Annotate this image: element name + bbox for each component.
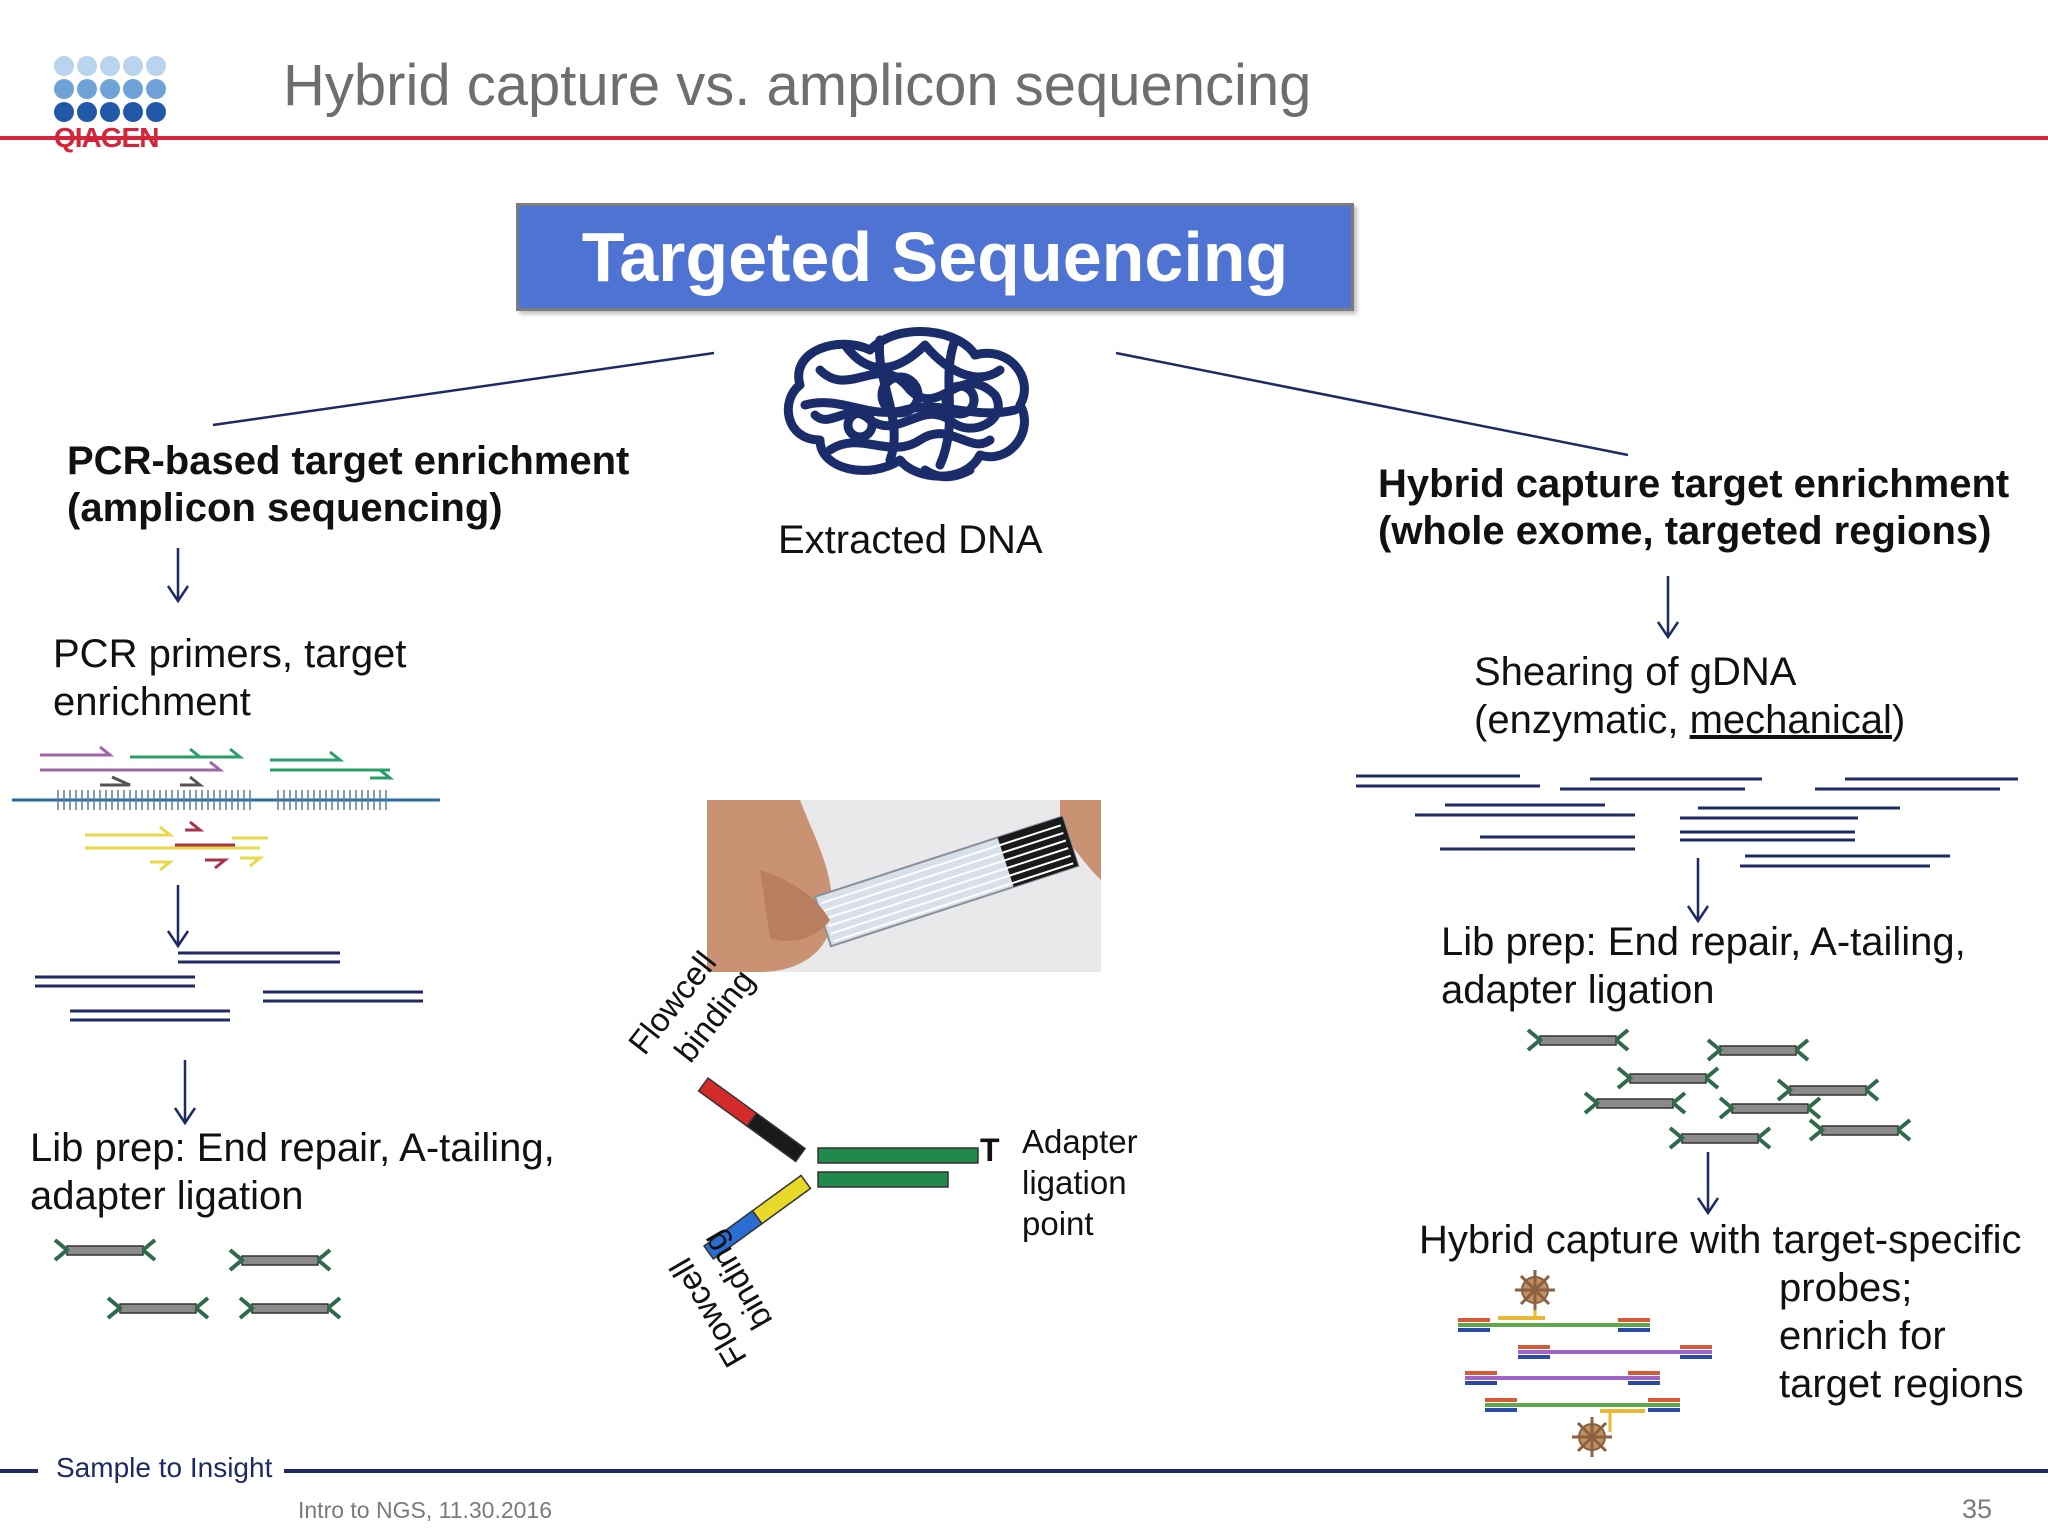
right-step3-line4: target regions xyxy=(1779,1362,2024,1406)
adapter-y-graphic xyxy=(697,1076,979,1260)
adapter-label-line2: ligation xyxy=(1022,1164,1127,1201)
adapter-t-label: T xyxy=(980,1132,1000,1168)
adapter-label-line1: Adapter xyxy=(1022,1123,1138,1160)
header-rule xyxy=(0,136,2048,140)
targeted-sequencing-box: Targeted Sequencing xyxy=(516,203,1354,311)
connector-right-line xyxy=(1115,351,1629,457)
dna-tangle-icon xyxy=(783,327,1029,482)
footer-rule-right xyxy=(284,1469,2048,1473)
slide-title: Hybrid capture vs. amplicon sequencing xyxy=(283,53,1312,118)
amplicon-products-graphic xyxy=(35,951,423,1022)
right-step3-line1: Hybrid capture with target-specific xyxy=(1419,1218,2022,1262)
right-step2-line1: Lib prep: End repair, A-tailing, xyxy=(1441,920,1966,964)
right-step1-line2: (enzymatic, mechanical) xyxy=(1474,696,1905,744)
right-step3-line3: enrich for xyxy=(1779,1314,1946,1358)
connector-left-line xyxy=(212,351,715,427)
right-step1-line1: Shearing of gDNA xyxy=(1474,650,1797,694)
qiagen-logo-dots xyxy=(54,56,166,122)
footer-rule-left xyxy=(0,1469,38,1473)
left-arrows xyxy=(166,548,197,1126)
left-step1-line2: enrichment xyxy=(53,680,251,724)
left-library-fragments xyxy=(53,1238,342,1320)
footer-info: Intro to NGS, 11.30.2016 xyxy=(298,1497,553,1523)
sheared-gdna-graphic xyxy=(1356,774,2018,868)
left-step1-line1: PCR primers, target xyxy=(53,632,407,676)
flowcell-photo xyxy=(707,800,1101,972)
left-step2-line2: adapter ligation xyxy=(30,1174,304,1218)
right-heading-line2: (whole exome, targeted regions) xyxy=(1378,509,1992,553)
mechanical-link[interactable]: mechanical xyxy=(1689,698,1892,742)
targeted-sequencing-label: Targeted Sequencing xyxy=(581,218,1289,296)
qiagen-logo-text: QIAGEN xyxy=(54,122,159,153)
right-step1-suffix: ) xyxy=(1891,698,1906,742)
right-step3-line2: probes; xyxy=(1779,1266,1913,1310)
extracted-dna-label: Extracted DNA xyxy=(778,518,1043,562)
hybrid-capture-graphic xyxy=(1458,1270,1712,1457)
page-number: 35 xyxy=(1962,1494,1993,1524)
left-heading-line2: (amplicon sequencing) xyxy=(67,486,503,530)
pcr-primers-graphic xyxy=(12,745,440,872)
left-step2-line1: Lib prep: End repair, A-tailing, xyxy=(30,1126,555,1170)
right-heading-line1: Hybrid capture target enrichment xyxy=(1378,462,2010,506)
right-step1-prefix: (enzymatic, xyxy=(1474,698,1690,742)
left-heading-line1: PCR-based target enrichment xyxy=(67,439,630,483)
footer-tagline: Sample to Insight xyxy=(56,1452,273,1483)
right-arrows xyxy=(1656,576,1720,1216)
right-library-fragments xyxy=(1526,1028,1912,1150)
adapter-label-line3: point xyxy=(1022,1205,1094,1242)
right-step2-line2: adapter ligation xyxy=(1441,968,1715,1012)
